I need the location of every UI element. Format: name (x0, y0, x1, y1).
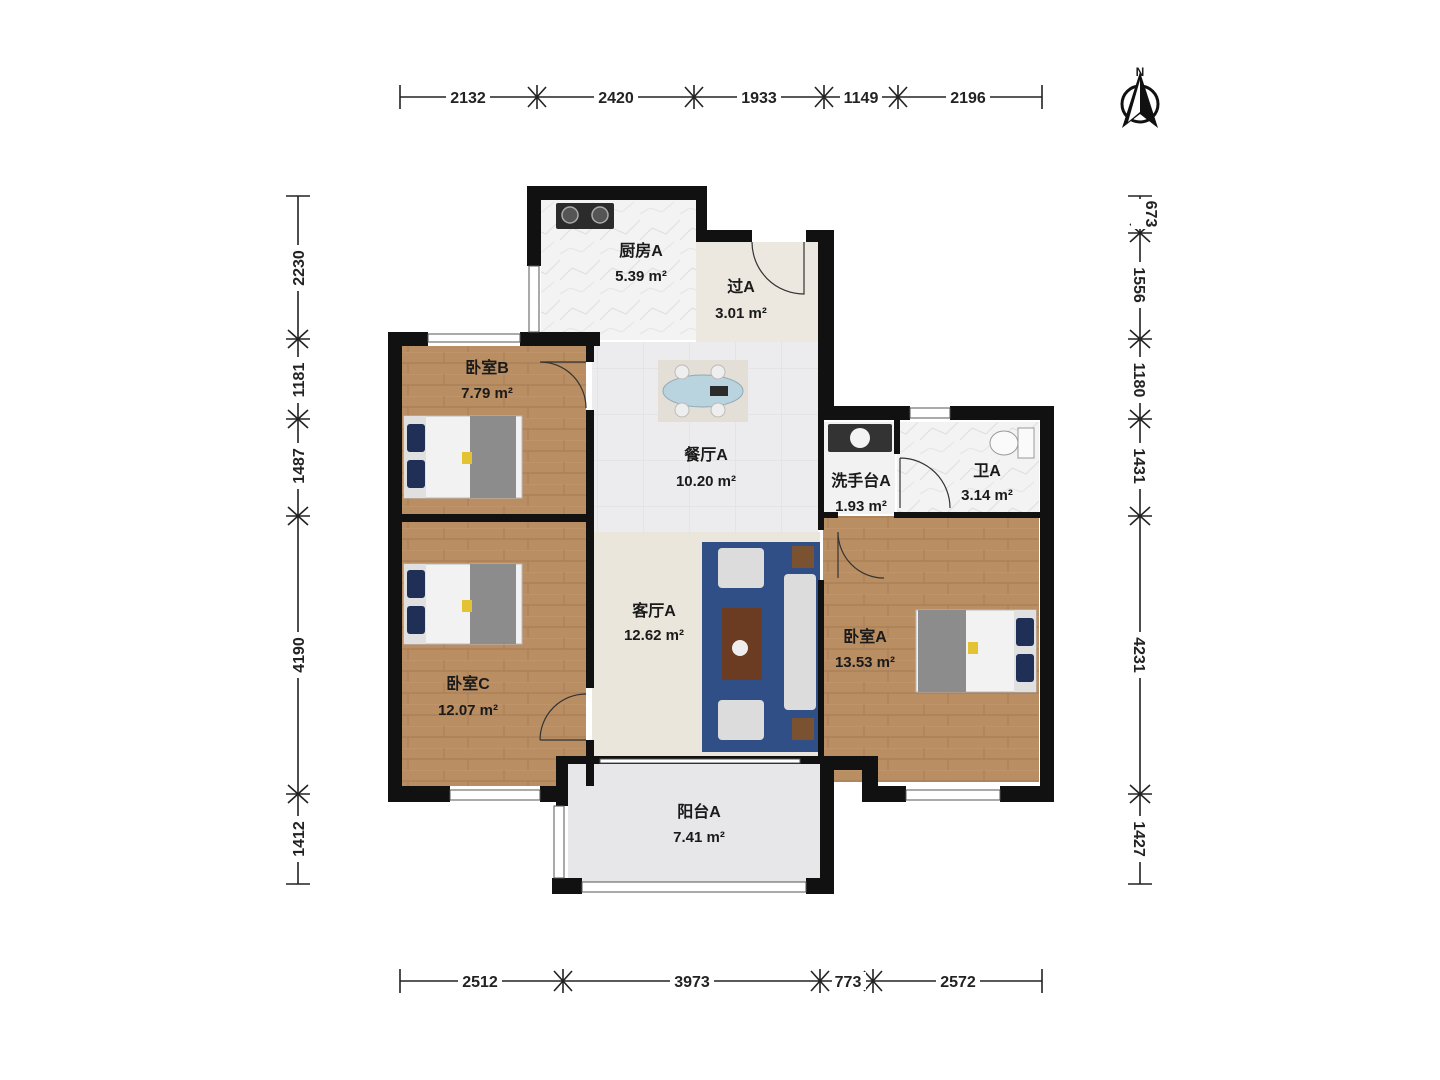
room-area-bathroom: 3.14 m² (961, 487, 1013, 504)
stove-icon (556, 203, 614, 229)
dim-right-4: 1431 (1130, 448, 1147, 484)
bed-c-icon (403, 563, 523, 645)
room-area-bedroom-b: 7.79 m² (461, 385, 513, 402)
dim-right-1: 673 (1142, 201, 1159, 228)
dim-left-2: 1181 (291, 363, 308, 398)
dim-bottom-2: 3973 (674, 974, 710, 991)
toilet-icon (989, 427, 1035, 459)
room-area-bedroom-a: 13.53 m² (835, 654, 895, 671)
dim-right-2: 1556 (1130, 267, 1147, 303)
balcony-floor (568, 764, 820, 882)
passage-floor (696, 242, 818, 342)
room-name-bathroom: 卫A (973, 463, 1001, 480)
room-area-balcony: 7.41 m² (673, 829, 725, 846)
dim-left-1: 2230 (291, 250, 308, 286)
room-name-washbasin: 洗手台A (831, 471, 891, 490)
room-name-bedroom-a: 卧室A (843, 627, 887, 646)
living-set-icon (702, 542, 820, 752)
room-area-passage: 3.01 m² (715, 305, 767, 322)
dim-top-4: 1149 (844, 90, 879, 107)
dim-top-1: 2132 (450, 90, 486, 107)
room-name-balcony: 阳台A (677, 802, 721, 821)
dim-bottom-4: 2572 (940, 974, 976, 991)
dimension-right: 673 1556 1180 1431 4231 1427 (1128, 195, 1159, 885)
dimension-top: 2132 2420 1933 1149 2196 (399, 85, 1043, 109)
walls (388, 186, 1054, 894)
dim-bottom-1: 2512 (462, 974, 498, 991)
bed-b-icon (403, 415, 523, 499)
dim-top-3: 1933 (741, 90, 777, 107)
dim-right-3: 1180 (1130, 363, 1147, 398)
dim-right-6: 1427 (1130, 821, 1147, 857)
dining-table-icon (658, 360, 748, 422)
room-area-bedroom-c: 12.07 m² (438, 702, 498, 719)
room-area-washbasin: 1.93 m² (835, 498, 887, 515)
floors (402, 200, 1039, 882)
dimension-left: 2230 1181 1487 4190 1412 (286, 195, 310, 885)
dim-left-4: 4190 (291, 637, 308, 673)
dim-bottom-3: 773 (835, 974, 862, 991)
room-labels: 厨房A 5.39 m² 过A 3.01 m² 卧室B 7.79 m² 餐厅A 1… (438, 241, 1013, 846)
doors (539, 241, 951, 741)
room-area-dining: 10.20 m² (676, 473, 736, 490)
room-name-bedroom-c: 卧室C (446, 674, 490, 693)
room-name-bedroom-b: 卧室B (465, 358, 509, 377)
room-name-passage: 过A (727, 277, 755, 296)
bedroom-c-floor (402, 520, 586, 786)
furniture (403, 203, 1037, 752)
north-arrow-icon: N (1120, 65, 1160, 128)
dimension-bottom: 2512 3973 773 2572 (399, 969, 1043, 993)
dim-left-5: 1412 (291, 821, 308, 857)
room-name-kitchen: 厨房A (619, 241, 663, 260)
washbasin-icon (828, 424, 892, 452)
room-area-kitchen: 5.39 m² (615, 268, 667, 285)
windows (427, 265, 1001, 893)
dim-top-2: 2420 (598, 90, 634, 107)
room-name-living: 客厅A (632, 601, 676, 620)
dim-left-3: 1487 (291, 448, 308, 484)
bed-a-icon (915, 609, 1037, 693)
dim-top-5: 2196 (950, 90, 986, 107)
dim-right-5: 4231 (1130, 637, 1147, 673)
room-name-dining: 餐厅A (683, 445, 728, 464)
room-area-living: 12.62 m² (624, 627, 684, 644)
